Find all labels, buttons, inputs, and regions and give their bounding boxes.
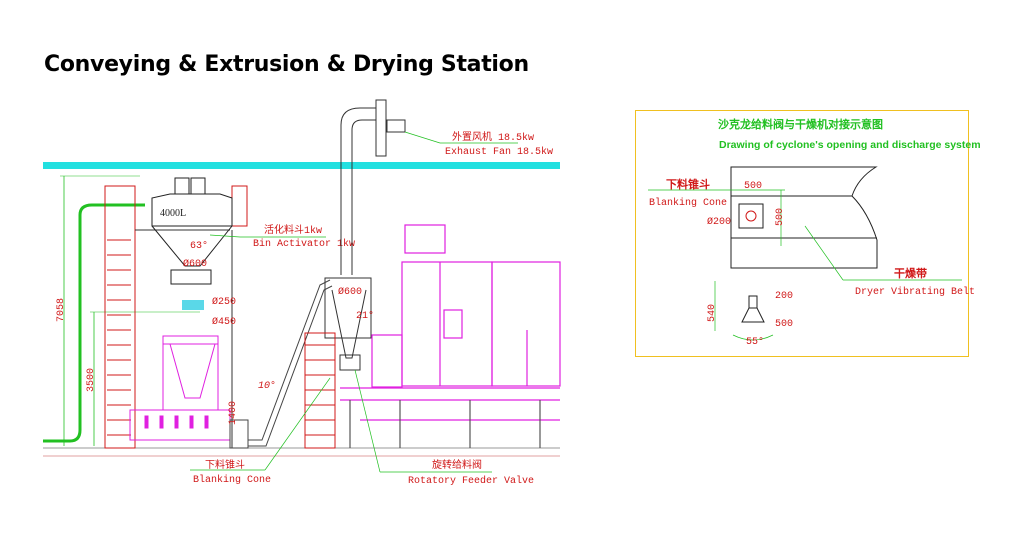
svg-text:7058: 7058 — [56, 298, 67, 322]
dia-200: Ø200 — [707, 216, 731, 228]
detail-cone-en: Blanking Cone — [649, 197, 727, 209]
storage-tank: 4000L — [151, 177, 233, 267]
dimension-7058: 7058 — [56, 175, 140, 446]
dryer — [340, 224, 561, 448]
cyclone — [324, 99, 406, 371]
valve-label-cn: 旋转给料阀 — [432, 458, 482, 472]
dia-label: Ø600 — [338, 286, 362, 298]
fan-label-cn: 外置风机 18.5kw — [452, 130, 534, 144]
cone-label-cn: 下料锥斗 — [205, 458, 245, 472]
angle-label: 21° — [356, 310, 374, 322]
feed-pipe — [43, 203, 145, 443]
angle-55: 55° — [746, 336, 764, 348]
ceiling-beam — [43, 162, 560, 169]
activator-label-en: Bin Activator 1kw — [253, 238, 355, 250]
dia-label: Ø600 — [183, 258, 207, 270]
svg-text:3500: 3500 — [86, 368, 97, 392]
dim-500-bottom: 500 — [775, 319, 793, 330]
detail-title-en: Drawing of cyclone's opening and dischar… — [719, 139, 981, 151]
dia-label: Ø450 — [212, 316, 236, 328]
belt-label-en: Dryer Vibrating Belt — [855, 286, 975, 298]
fan-label-en: Exhaust Fan 18.5kw — [445, 146, 553, 158]
discharge-valve — [182, 300, 204, 310]
cyclone-discharge-detail-panel — [635, 110, 969, 357]
detail-title-cn: 沙克龙给料阀与干燥机对接示意图 — [718, 117, 883, 131]
activator-label-cn: 活化料斗1kw — [264, 223, 322, 237]
dim-500-horizontal: 500 — [744, 181, 762, 192]
dim-200: 200 — [775, 291, 793, 302]
cone-section — [741, 295, 765, 323]
dryer-belt-outline — [730, 166, 878, 269]
belt-label-cn: 干燥带 — [894, 266, 927, 280]
dim-500-vertical: 500 — [775, 208, 786, 226]
cone-label-en: Blanking Cone — [193, 474, 271, 486]
svg-text:4000L: 4000L — [160, 208, 186, 219]
cone-opening — [738, 203, 764, 229]
conveyor-angle: 10° — [258, 380, 276, 392]
platform-ladder — [304, 332, 336, 449]
dimension-1400: 1400 — [228, 401, 239, 425]
angle-label: 63° — [190, 240, 208, 252]
dia-label: Ø250 — [212, 296, 236, 308]
extruder — [129, 335, 249, 449]
valve-label-en: Rotatory Feeder Valve — [408, 475, 534, 487]
dimension-3500: 3500 — [86, 311, 200, 446]
detail-cone-cn: 下料锥斗 — [666, 177, 710, 191]
page-title: Conveying & Extrusion & Drying Station — [44, 52, 529, 77]
bin-activator — [170, 269, 212, 285]
dim-540: 540 — [707, 304, 718, 322]
